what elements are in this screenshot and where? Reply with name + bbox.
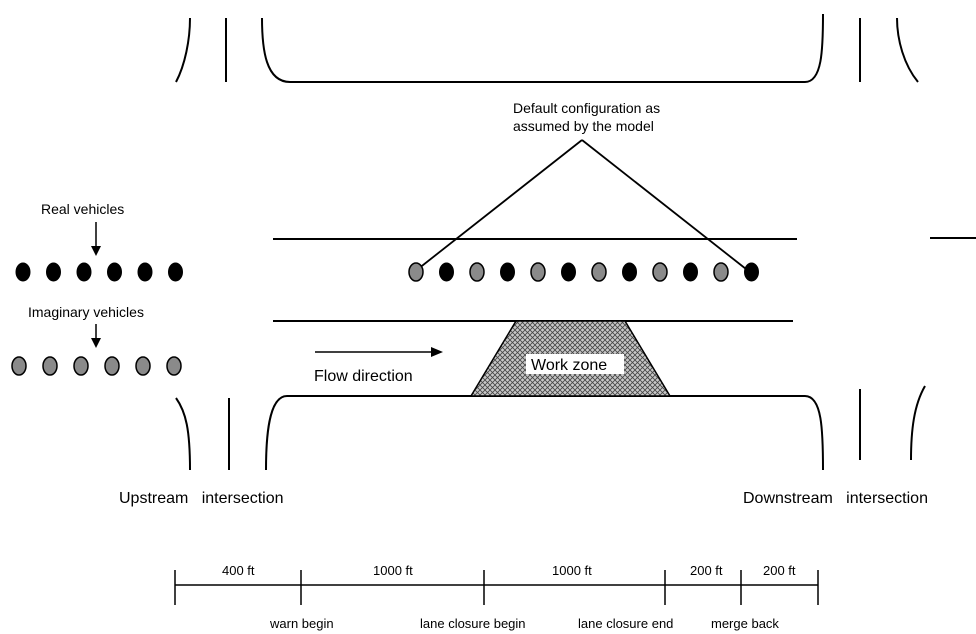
real-vehicle-legend-dot	[137, 262, 153, 282]
real-vehicles-label: Real vehicles	[41, 201, 124, 217]
distance-scale: 400 ft 1000 ft 1000 ft 200 ft 200 ft war…	[174, 563, 819, 631]
segment-label-1: 400 ft	[222, 563, 255, 578]
lane-imaginary-vehicle	[652, 262, 668, 282]
flow-direction-arrow-head	[431, 347, 443, 357]
imaginary-vehicle-legend-dot	[11, 356, 27, 376]
real-vehicles-legend	[15, 262, 183, 282]
segment-label-2: 1000 ft	[373, 563, 413, 578]
lane-vehicle-row	[408, 262, 759, 282]
imaginary-vehicles-label: Imaginary vehicles	[28, 304, 144, 320]
marker-label-lane-closure-end: lane closure end	[578, 616, 673, 631]
segment-label-5: 200 ft	[763, 563, 796, 578]
downstream-top-right-curb	[896, 17, 919, 83]
real-vehicle-legend-dot	[46, 262, 61, 282]
marker-label-warn-begin: warn begin	[269, 616, 334, 631]
lane-imaginary-vehicle	[713, 262, 729, 282]
imaginary-vehicle-legend-dot	[166, 356, 182, 376]
real-vehicle-legend-dot	[168, 262, 183, 282]
work-zone-label-box	[526, 354, 624, 374]
imaginary-vehicle-legend-dot	[104, 356, 120, 376]
segment-label-3: 1000 ft	[552, 563, 592, 578]
default-config-line1: Default configuration as	[513, 100, 660, 116]
upstream-top-curb-bend	[261, 17, 291, 83]
callout-line-right	[581, 139, 747, 270]
real-vehicles-arrow-head	[91, 246, 101, 256]
flow-direction-label: Flow direction	[314, 368, 413, 385]
lane-imaginary-vehicle	[591, 262, 607, 282]
real-vehicle-legend-dot	[15, 262, 31, 282]
imaginary-vehicles-arrow-head	[91, 338, 101, 348]
downstream-bottom-curb-bend	[804, 395, 824, 471]
upstream-intersection-label: Upstream intersection	[119, 490, 284, 507]
lane-real-vehicle	[744, 262, 759, 282]
lane-real-vehicle	[500, 262, 515, 282]
imaginary-vehicle-legend-dot	[135, 356, 151, 376]
real-vehicle-legend-dot	[76, 262, 92, 282]
imaginary-vehicle-legend-dot	[42, 356, 58, 376]
upstream-top-left-curb	[175, 17, 191, 83]
default-config-line2: assumed by the model	[513, 118, 654, 134]
lane-imaginary-vehicle	[408, 262, 424, 282]
downstream-intersection-label: Downstream intersection	[743, 490, 928, 507]
lane-imaginary-vehicle	[469, 262, 485, 282]
lane-real-vehicle	[439, 262, 454, 282]
marker-label-merge-back: merge back	[711, 616, 779, 631]
imaginary-vehicle-legend-dot	[73, 356, 89, 376]
callout-line-left	[417, 139, 583, 270]
imaginary-vehicles-legend	[11, 356, 182, 376]
downstream-top-curb-bend	[804, 13, 824, 83]
work-zone-label: Work zone	[531, 357, 607, 374]
downstream-bottom-right-curb	[910, 385, 926, 461]
upstream-bottom-curb-bend	[265, 395, 288, 471]
upstream-bottom-left-curb	[175, 397, 191, 471]
lane-real-vehicle	[683, 262, 698, 282]
road-geometry	[175, 13, 976, 471]
real-vehicle-legend-dot	[107, 262, 122, 282]
lane-real-vehicle	[561, 262, 576, 282]
lane-real-vehicle	[622, 262, 637, 282]
segment-label-4: 200 ft	[690, 563, 723, 578]
marker-label-lane-closure-begin: lane closure begin	[420, 616, 526, 631]
lane-imaginary-vehicle	[530, 262, 546, 282]
